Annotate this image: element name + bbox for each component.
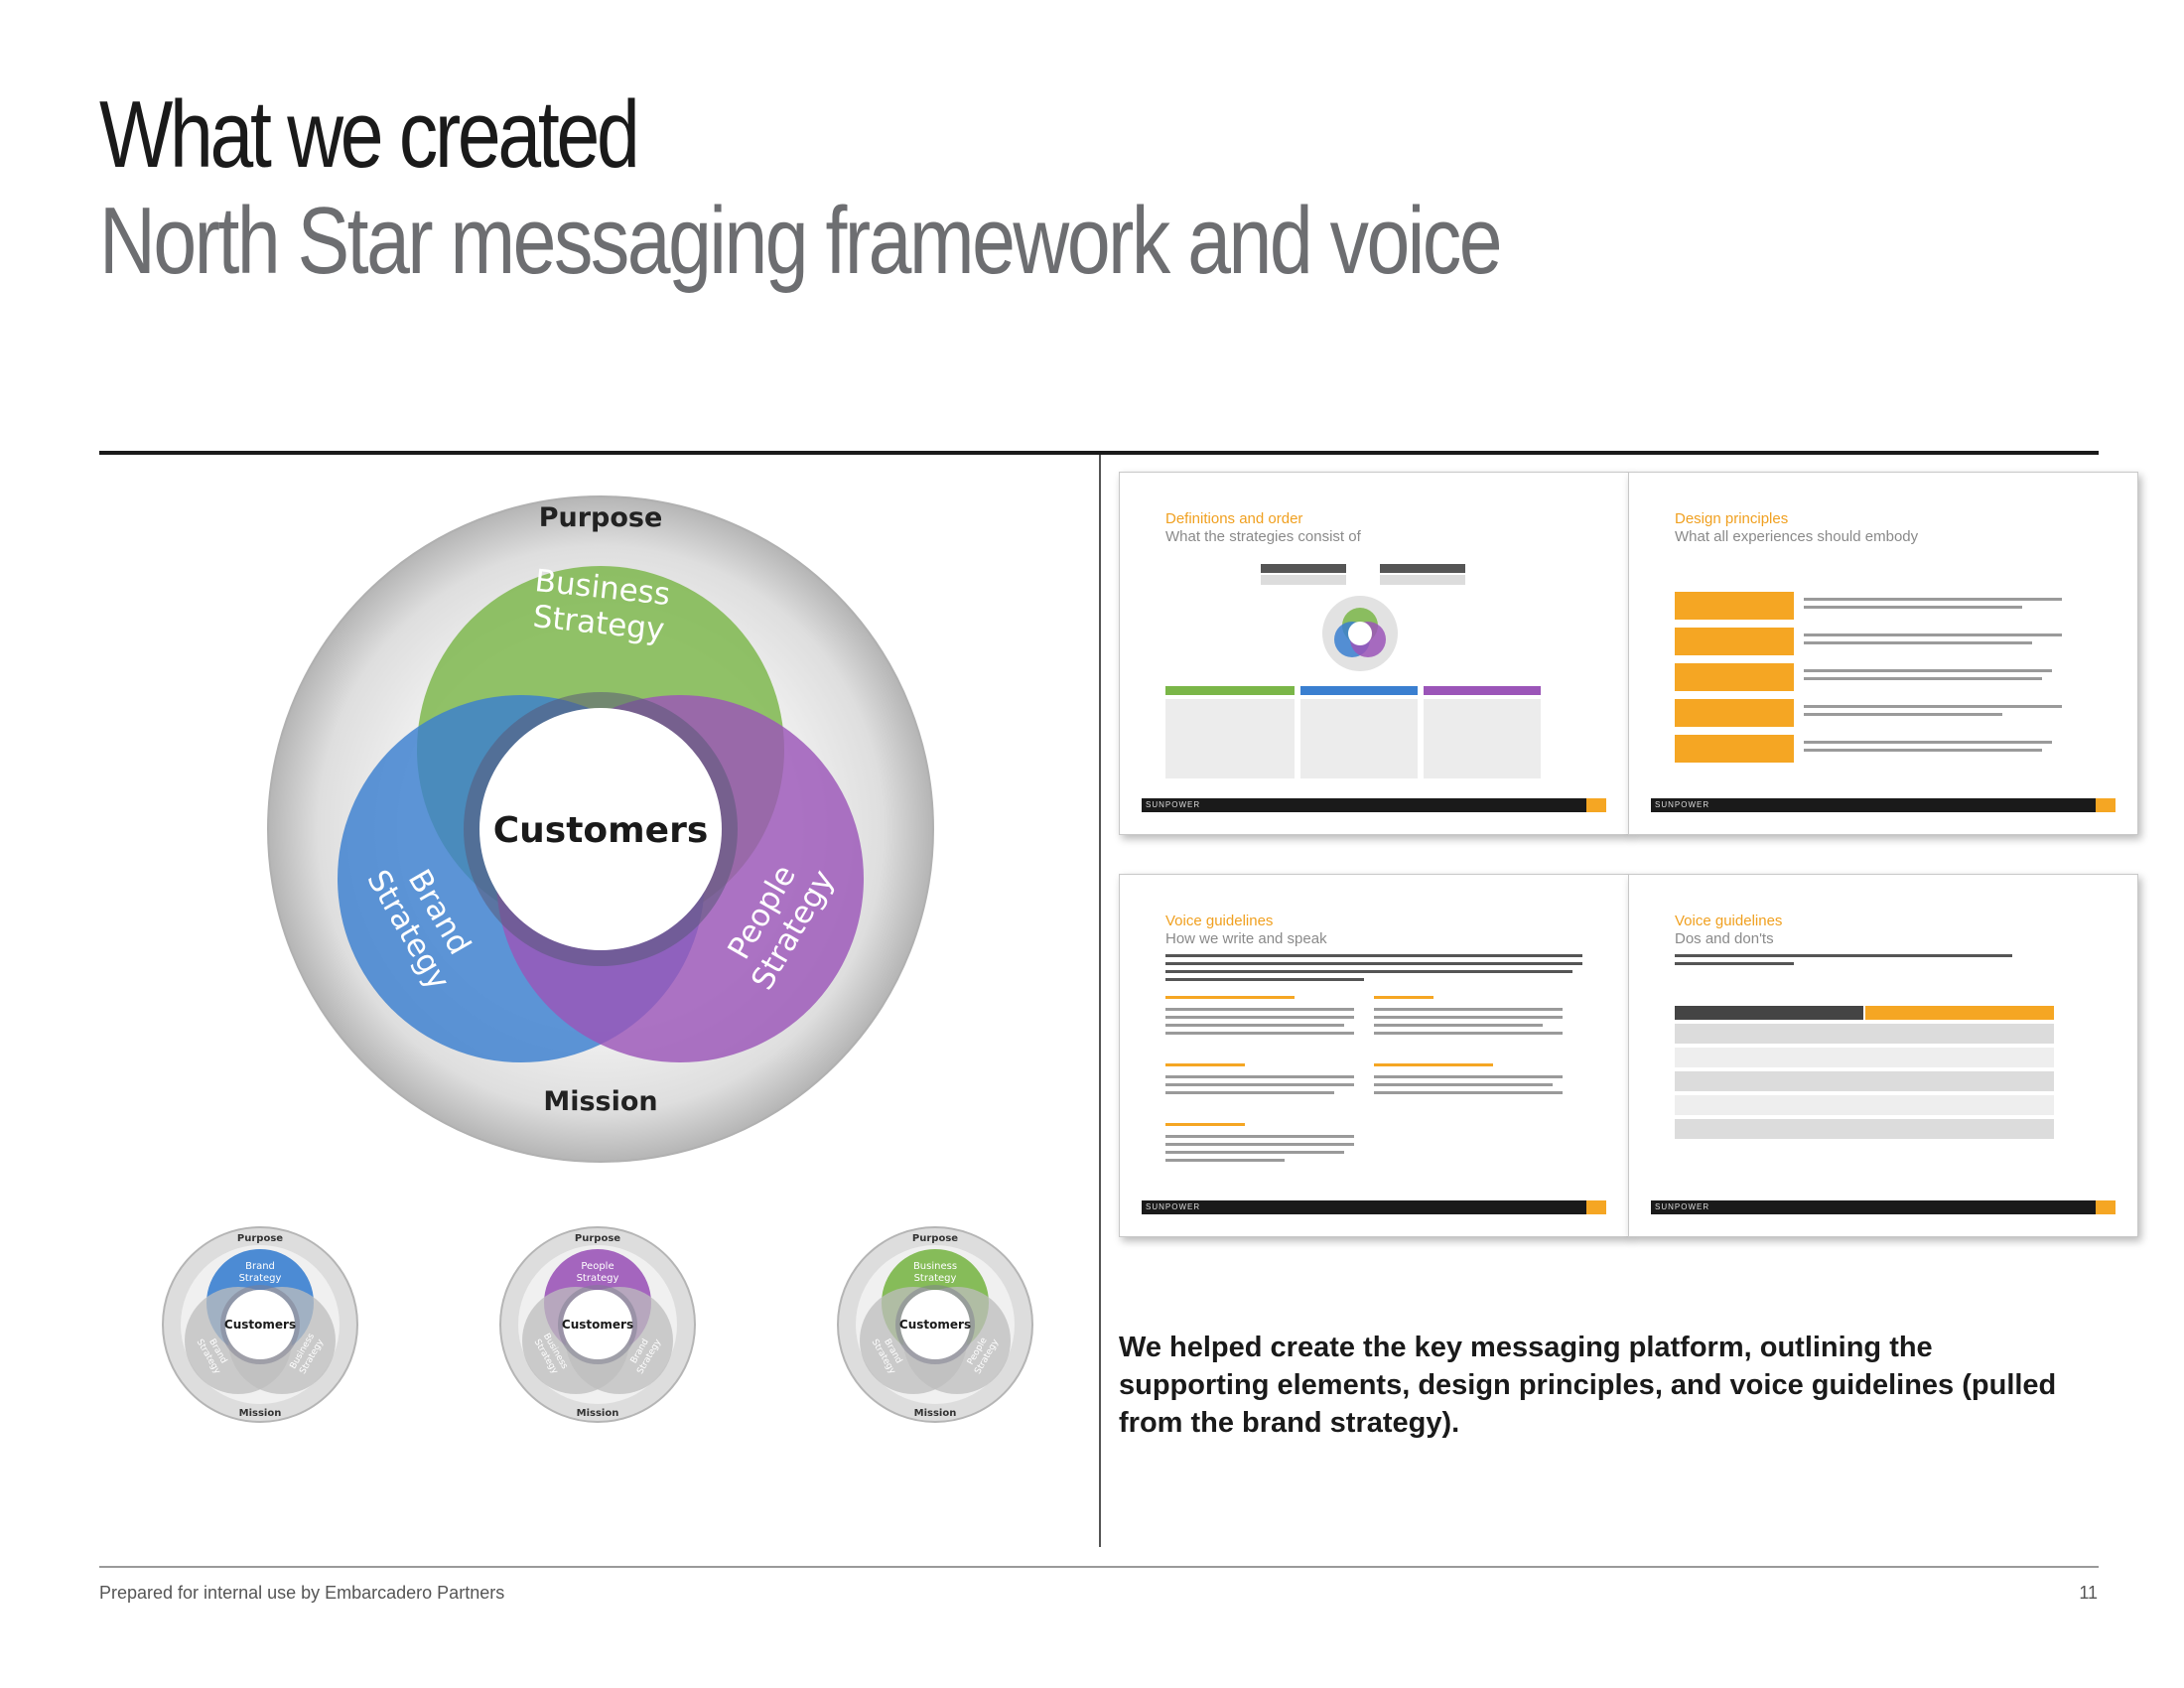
small-highlight-line2: Strategy (914, 1273, 957, 1284)
thumbnail-title: Definitions and order (1165, 510, 1303, 527)
thumbnail-voice-dos: Voice guidelines Dos and don'ts SUNPOWER (1628, 874, 2138, 1237)
brand-logo: SUNPOWER (1146, 800, 1201, 809)
brand-logo: SUNPOWER (1655, 800, 1710, 809)
small-purpose-label: Purpose (912, 1233, 958, 1244)
thumbnail-title: Design principles (1675, 510, 1789, 527)
small-highlight-line1: Business (913, 1261, 957, 1272)
thumbnail-subtitle: What all experiences should embody (1675, 528, 1919, 545)
small-purpose-label: Purpose (237, 1233, 283, 1244)
caption-text: We helped create the key messaging platf… (1119, 1332, 2057, 1439)
thumbnail-voice-how: Voice guidelines How we write and speak … (1119, 874, 1629, 1237)
page-subtitle: North Star messaging framework and voice (99, 188, 1503, 294)
small-customers-label: Customers (562, 1318, 633, 1332)
small-mission-label: Mission (914, 1408, 957, 1419)
thumbnail-definitions: Definitions and order What the strategie… (1119, 472, 1629, 835)
page-title: What we created (99, 81, 640, 188)
thumbnail-design-principles: Design principles What all experiences s… (1628, 472, 2138, 835)
thumbnail-title: Voice guidelines (1675, 913, 1783, 929)
small-highlight-line2: Strategy (577, 1273, 619, 1284)
small-highlight-line1: Brand (245, 1261, 275, 1272)
brand-logo: SUNPOWER (1655, 1202, 1710, 1211)
customers-label: Customers (493, 810, 709, 851)
small-highlight-line1: People (581, 1261, 614, 1272)
small-highlight-line2: Strategy (239, 1273, 282, 1284)
thumbnail-subtitle: How we write and speak (1165, 930, 1327, 947)
small-mission-label: Mission (239, 1408, 282, 1419)
footer-rule (99, 1566, 2099, 1568)
mission-label: Mission (543, 1086, 657, 1117)
small-customers-label: Customers (899, 1318, 971, 1332)
small-customers-label: Customers (224, 1318, 296, 1332)
thumbnail-subtitle: Dos and don'ts (1675, 930, 1774, 947)
customers-center (479, 708, 722, 950)
thumbnail-subtitle: What the strategies consist of (1165, 528, 1361, 545)
page-number: 11 (2079, 1583, 2098, 1603)
footer-note: Prepared for internal use by Embarcadero… (99, 1583, 505, 1603)
small-diagram-business: Purpose Mission Customers Business Strat… (837, 1226, 1033, 1423)
small-diagram-brand: Purpose Mission Customers Brand Strategy… (162, 1226, 358, 1423)
top-rule (99, 451, 2099, 455)
small-diagram-people: Purpose Mission Customers People Strateg… (499, 1226, 696, 1423)
purpose-label: Purpose (539, 502, 663, 533)
north-star-diagram: Purpose Mission Customers Business Strat… (267, 495, 934, 1163)
vertical-divider (1099, 455, 1101, 1547)
thumbnail-title: Voice guidelines (1165, 913, 1274, 929)
small-mission-label: Mission (577, 1408, 619, 1419)
small-purpose-label: Purpose (575, 1233, 620, 1244)
brand-logo: SUNPOWER (1146, 1202, 1201, 1211)
